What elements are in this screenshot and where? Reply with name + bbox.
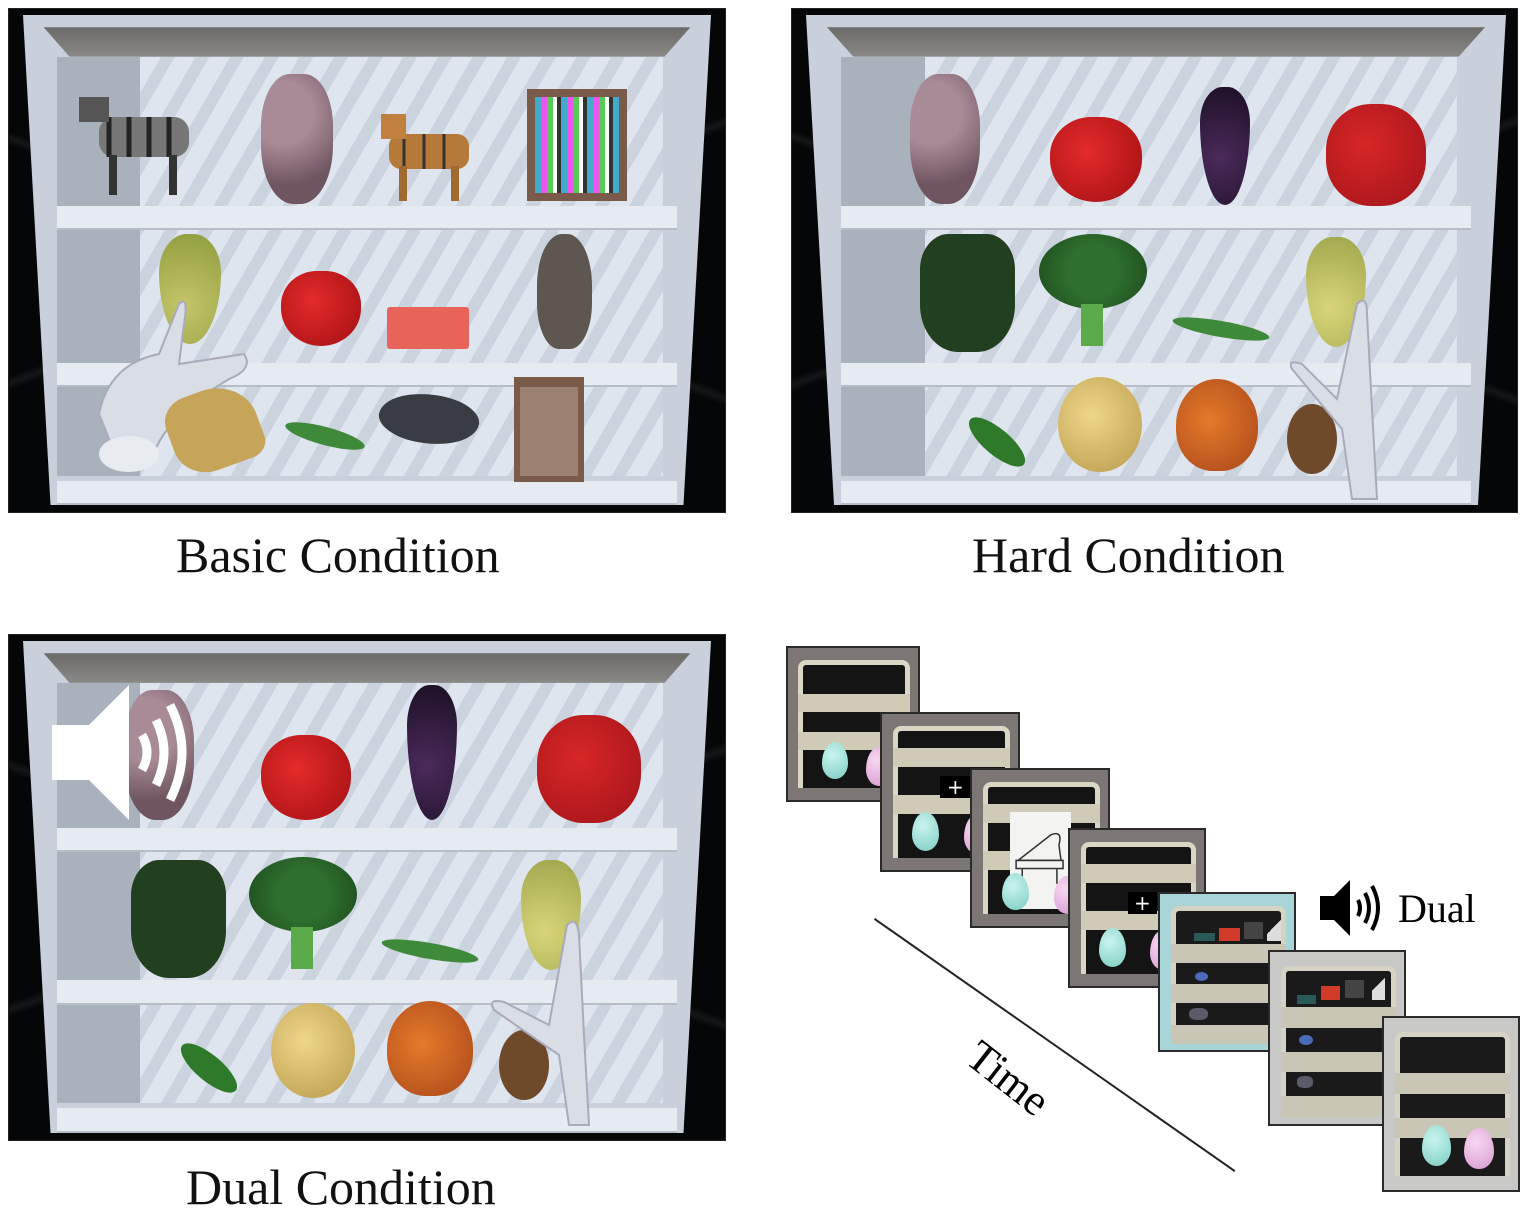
- dual-label: Dual: [1398, 886, 1476, 931]
- sailboat-object: [1371, 969, 1386, 1001]
- dual-condition-caption: Dual Condition: [186, 1159, 496, 1215]
- time-label: Time: [957, 1030, 1060, 1126]
- green-pepper-object: [131, 860, 226, 978]
- apple-object: [1326, 104, 1426, 206]
- grapes-object: [910, 74, 980, 204]
- timeline-frame-6: [1268, 950, 1406, 1126]
- broccoli-object: [249, 857, 357, 972]
- egg-pink: [1464, 1128, 1494, 1170]
- hard-condition-caption: Hard Condition: [972, 527, 1285, 583]
- train-object: [1218, 928, 1241, 941]
- rabbit-object: [537, 234, 592, 349]
- hard-condition-panel: [791, 8, 1518, 513]
- strawberry-object: [1050, 117, 1142, 202]
- egg-cyan: [821, 742, 848, 779]
- egg-cyan: [1099, 928, 1127, 968]
- sailboat-object: [1267, 912, 1281, 941]
- potato-object: [271, 1003, 355, 1098]
- onion-object: [1176, 379, 1258, 471]
- shelf-board: [57, 1108, 677, 1131]
- shelf-board: [841, 480, 1471, 503]
- fixation-cross: +: [1127, 892, 1158, 914]
- shelf-board: [57, 480, 677, 503]
- shelf-board: [57, 206, 677, 229]
- speaker-icon: [44, 685, 204, 820]
- coconut-object: [1287, 404, 1337, 474]
- potato-object: [1058, 377, 1142, 472]
- strawberry-object: [281, 271, 361, 346]
- strawberry-object: [261, 735, 351, 820]
- shelf-board: [57, 980, 677, 1003]
- dual-condition-panel: [8, 634, 726, 1141]
- timeline-frame-7: [1382, 1016, 1520, 1192]
- basic-condition-panel: [8, 8, 726, 513]
- basic-condition-caption: Basic Condition: [176, 527, 500, 583]
- apple-object: [537, 715, 641, 823]
- virtual-hand: [479, 910, 609, 1135]
- shelf-top: [43, 27, 691, 57]
- fixation-cross: +: [940, 776, 971, 798]
- tiger-object: [379, 104, 479, 204]
- train-object: [1320, 986, 1340, 1001]
- piano-object: [1244, 922, 1264, 940]
- piano-object: [1345, 979, 1364, 999]
- chair-object: [514, 377, 584, 482]
- shelf-top: [827, 27, 1485, 57]
- shelf-board: [841, 206, 1471, 229]
- speaker-icon: [1318, 880, 1388, 936]
- timeline-frame-2: +: [880, 712, 1020, 872]
- grapes-object: [261, 74, 333, 204]
- onion-object: [387, 1001, 473, 1096]
- toy-object: [1296, 995, 1316, 1004]
- motorcycle-object: [1296, 1075, 1313, 1088]
- sofa-object: [387, 307, 469, 349]
- motorcycle-object: [1189, 1007, 1209, 1021]
- cloud-object: [1194, 972, 1209, 982]
- broccoli-object: [1039, 234, 1147, 349]
- egg-cyan: [911, 812, 940, 852]
- shelf-top: [43, 653, 691, 683]
- shelf-board: [57, 827, 677, 851]
- toy-object: [1193, 933, 1215, 941]
- egg-cyan: [1421, 1124, 1451, 1166]
- egg-cyan: [1001, 872, 1030, 911]
- cloud-object: [1299, 1034, 1313, 1045]
- virtual-hand: [1282, 289, 1392, 509]
- zebra-object: [69, 77, 219, 197]
- bookshelf-object: [527, 89, 627, 201]
- green-pepper-object: [920, 234, 1015, 352]
- bookshelf-3d: [806, 15, 1506, 505]
